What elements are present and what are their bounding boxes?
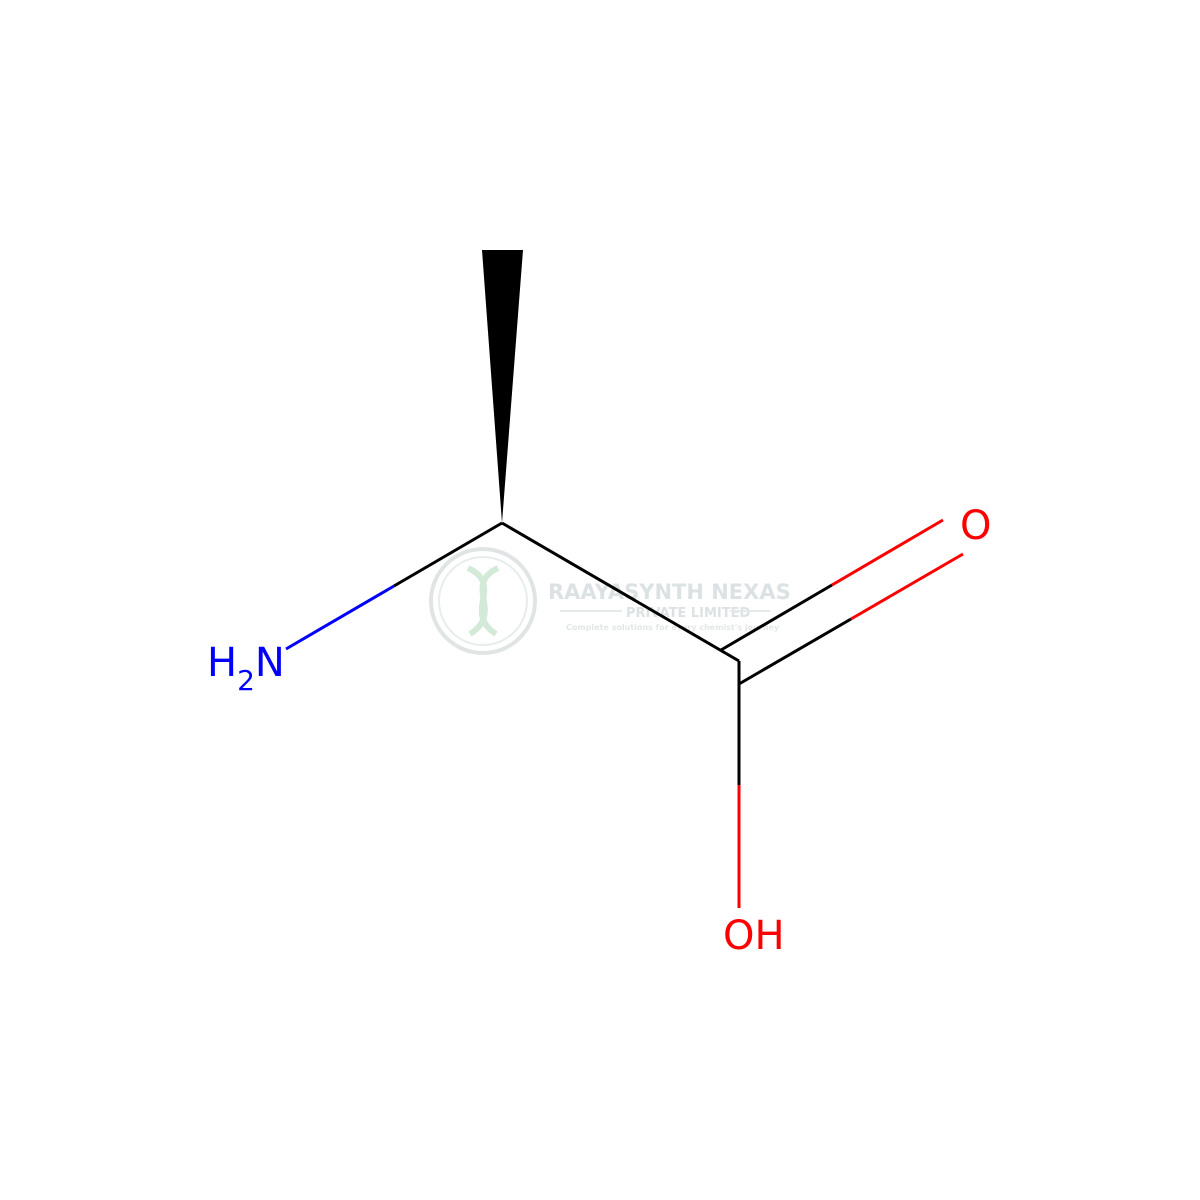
amine-label: H2N [207,640,285,697]
double-bond-c-o [720,518,964,686]
bond-ca-n [285,521,503,651]
bond-ca-c [501,521,740,663]
watermark-subtitle: PRIVATE LIMITED [626,606,751,621]
carbonyl-oxygen-label: O [960,503,991,549]
watermark-company: RAAYASYNTH NEXAS [548,580,791,604]
watermark-tagline: Complete solutions for every chemist's j… [566,623,780,632]
watermark-logo-inner [438,556,528,646]
hydroxyl-label: OH [723,913,785,959]
wedge-bond-methyl [482,250,523,523]
dna-helix-icon [466,565,500,637]
watermark-logo-icon [429,547,537,655]
watermark: RAAYASYNTH NEXAS PRIVATE LIMITED Complet… [429,547,791,655]
